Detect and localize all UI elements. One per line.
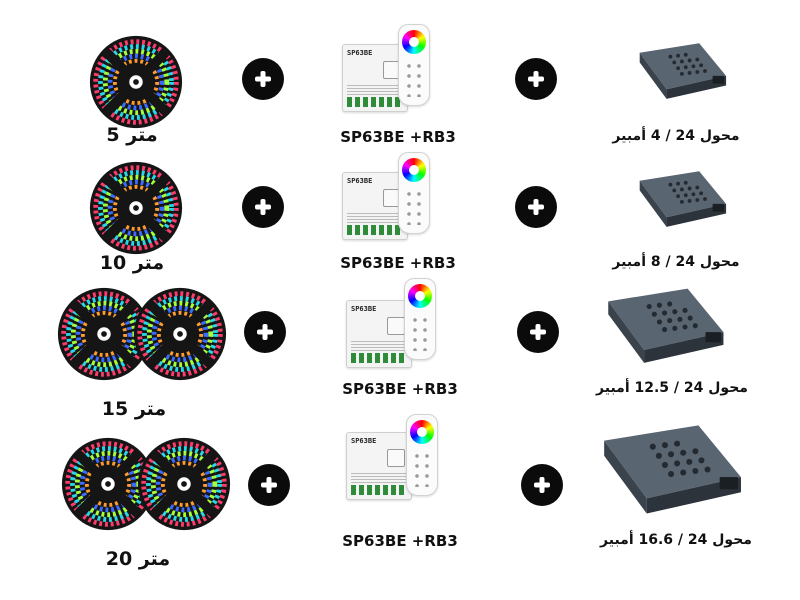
controller-label: SP63BE +RB3 <box>342 380 458 398</box>
controller-brand: SP63BE <box>351 437 377 445</box>
rgb-led-strip-reel-icon <box>88 160 184 256</box>
power-supply-label: محول 24 / 8 أمبير <box>612 254 740 270</box>
controller-brand: SP63BE <box>351 305 377 313</box>
rgb-remote-icon <box>398 152 430 234</box>
led-controller-icon: SP63BE <box>342 44 408 112</box>
plus-icon <box>521 464 563 506</box>
strip-length-label: 10 متر <box>99 252 165 274</box>
rgb-remote-icon <box>404 278 436 360</box>
rgb-led-strip-reel-icon <box>88 34 184 130</box>
plus-icon <box>517 311 559 353</box>
power-supply-icon <box>632 170 728 230</box>
plus-icon <box>248 464 290 506</box>
plus-icon <box>515 58 557 100</box>
controller-label: SP63BE +RB3 <box>340 254 456 272</box>
led-controller-icon: SP63BE <box>346 300 412 368</box>
rgb-remote-icon <box>398 24 430 106</box>
power-supply-label: محول 24 / 4 أمبير <box>612 128 740 144</box>
plus-icon <box>242 186 284 228</box>
led-controller-icon: SP63BE <box>342 172 408 240</box>
power-supply-icon <box>632 42 728 102</box>
strip-length-label: 15 متر <box>101 398 167 420</box>
controller-brand: SP63BE <box>347 49 373 57</box>
rgb-led-strip-reel-icon <box>136 436 232 532</box>
controller-label: SP63BE +RB3 <box>342 532 458 550</box>
controller-label: SP63BE +RB3 <box>340 128 456 146</box>
strip-length-label: 5 متر <box>106 124 158 146</box>
rgb-remote-icon <box>406 414 438 496</box>
led-controller-icon: SP63BE <box>346 432 412 500</box>
controller-brand: SP63BE <box>347 177 373 185</box>
rgb-led-strip-reel-icon <box>132 286 228 382</box>
power-supply-label: محول 24 / 16.6 أمبير <box>600 532 752 548</box>
plus-icon <box>242 58 284 100</box>
power-supply-icon <box>592 418 744 524</box>
power-supply-label: محول 24 / 12.5 أمبير <box>596 380 748 396</box>
strip-length-label: 20 متر <box>105 548 171 570</box>
plus-icon <box>244 311 286 353</box>
plus-icon <box>515 186 557 228</box>
power-supply-icon <box>598 284 726 370</box>
